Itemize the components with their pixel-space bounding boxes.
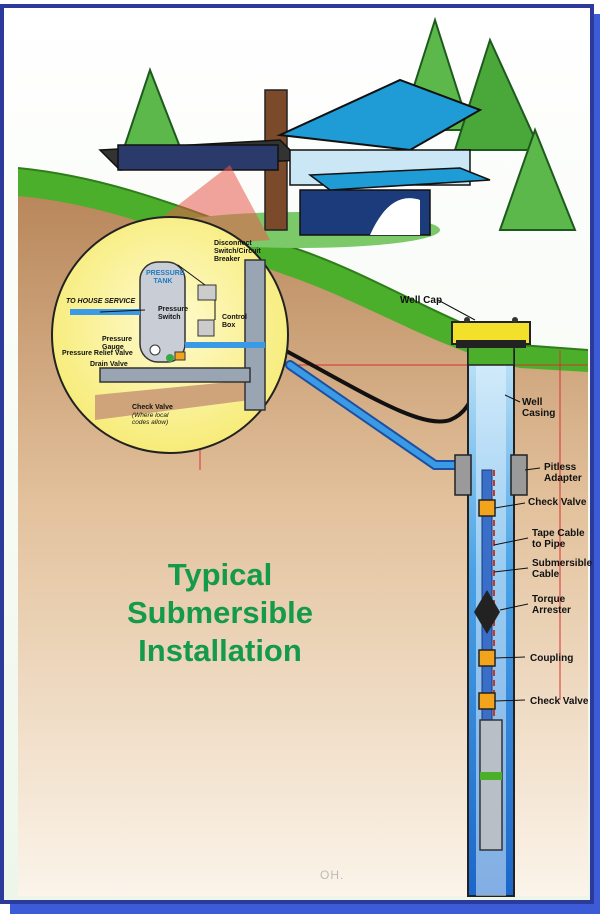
house-icon <box>98 78 491 236</box>
label-pressure-tank: PRESSURE TANK <box>146 270 185 285</box>
label-disconnect-switch: Disconnect Switch/Circuit Breaker <box>214 240 261 263</box>
label-pitless-adapter: Pitless Adapter <box>544 462 582 484</box>
torque-arrester-icon <box>474 590 500 634</box>
coupling-icon <box>478 649 496 667</box>
label-torque-arrester: Torque Arrester <box>532 594 571 616</box>
callout-lines <box>437 299 541 702</box>
check-valve-lower-icon <box>478 692 496 710</box>
label-pressure-relief-valve: Pressure Relief Valve <box>62 350 133 357</box>
label-drain-valve: Drain Valve <box>90 361 128 368</box>
check-valve-upper-icon <box>478 499 496 517</box>
label-submersible-cable: Submersible Cable <box>532 558 593 580</box>
label-check-valve-note: (Where local codes allow) <box>132 412 169 426</box>
title-line-1: Typical <box>167 557 273 592</box>
ground-line <box>17 167 589 351</box>
label-coupling: Coupling <box>530 653 574 664</box>
diagram-title: Typical Submersible Installation <box>110 556 330 670</box>
label-to-house-service: TO HOUSE SERVICE <box>66 298 136 305</box>
watermark: OH. <box>320 868 345 882</box>
title-line-2: Submersible <box>126 595 314 630</box>
label-check-valve-lower: Check Valve <box>530 696 589 707</box>
label-pressure-gauge: Pressure Gauge <box>102 336 132 351</box>
label-check-valve-upper: Check Valve <box>528 497 587 508</box>
pitless-adapter-icon <box>454 454 528 496</box>
label-pressure-switch: Pressure Switch <box>158 306 188 321</box>
label-control-box: Control Box <box>222 314 247 329</box>
label-well-cap: Well Cap <box>400 295 443 306</box>
pressure-tank-inset <box>51 216 289 454</box>
well-cap-icon <box>451 317 531 348</box>
label-inset-check-valve: Check Valve <box>132 404 173 411</box>
title-line-3: Installation <box>138 633 302 668</box>
submersible-pump-icon <box>479 719 503 851</box>
label-well-casing: Well Casing <box>522 397 556 419</box>
label-tape-cable: Tape Cable to Pipe <box>532 528 585 550</box>
